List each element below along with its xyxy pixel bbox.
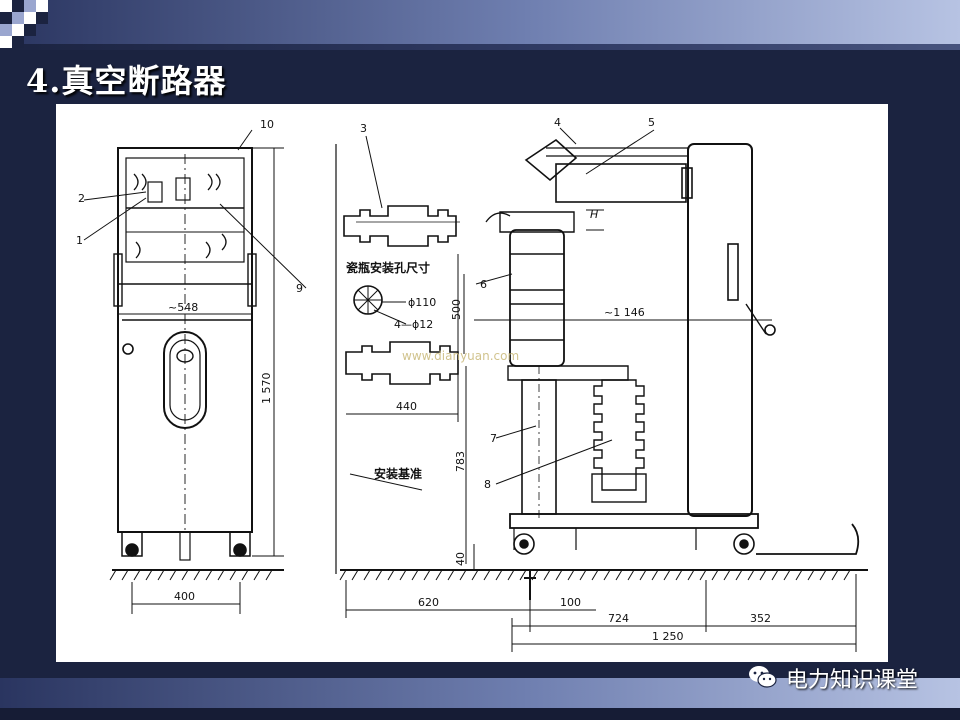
dim-height-1570: 1 570 xyxy=(260,373,273,405)
dim-724: 724 xyxy=(608,612,629,625)
front-view xyxy=(83,129,307,614)
dim-1250: 1 250 xyxy=(652,630,684,643)
install-base-label: 安装基准 xyxy=(374,466,422,481)
vacuum-breaker-drawing: 2 1 10 9 ~548 400 1 570 xyxy=(76,116,868,652)
bellows-insulator xyxy=(591,379,647,503)
part-label-8: 8 xyxy=(484,478,491,491)
dim-hole-110: ϕ110 xyxy=(408,296,436,309)
dim-783: 783 xyxy=(454,451,467,472)
slide-title: 4.真空断路器 xyxy=(26,62,227,100)
part-label-4: 4 xyxy=(554,116,561,129)
part-label-3: 3 xyxy=(360,122,367,135)
dim-352: 352 xyxy=(750,612,771,625)
wechat-icon xyxy=(749,666,777,688)
watermark-url: www.dianyuan.com xyxy=(402,349,519,363)
dim-100: 100 xyxy=(560,596,581,609)
header-band xyxy=(0,0,960,44)
side-view xyxy=(335,127,868,652)
dim-440: 440 xyxy=(396,400,417,413)
footer-band xyxy=(0,678,960,708)
part-label-9: 9 xyxy=(296,282,303,295)
header-band-shadow xyxy=(0,44,960,50)
part-label-10: 10 xyxy=(260,118,274,131)
insulator-hole-label: 瓷瓶安装孔尺寸 xyxy=(346,260,430,275)
footer-brand: 电力知识课堂 xyxy=(786,668,919,693)
dim-base-400: 400 xyxy=(174,590,195,603)
part-label-2: 2 xyxy=(78,192,85,205)
part-label-6: 6 xyxy=(480,278,487,291)
breaker-diagram-panel: 2 1 10 9 ~548 400 1 570 xyxy=(56,104,888,662)
part-label-7: 7 xyxy=(490,432,497,445)
dim-hole-4x12: 4—ϕ12 xyxy=(394,318,433,331)
dim-620: 620 xyxy=(418,596,439,609)
dim-1146: ~1 146 xyxy=(604,306,645,319)
upper-insulator xyxy=(343,205,460,247)
breaker-body xyxy=(339,127,868,652)
dim-500: 500 xyxy=(450,299,463,320)
footer-strip xyxy=(0,708,960,720)
dim-40: 40 xyxy=(454,552,467,566)
dim-width-548: ~548 xyxy=(168,301,198,314)
dim-gap-h: H xyxy=(590,208,598,221)
part-label-1: 1 xyxy=(76,234,83,247)
part-label-5: 5 xyxy=(648,116,655,129)
